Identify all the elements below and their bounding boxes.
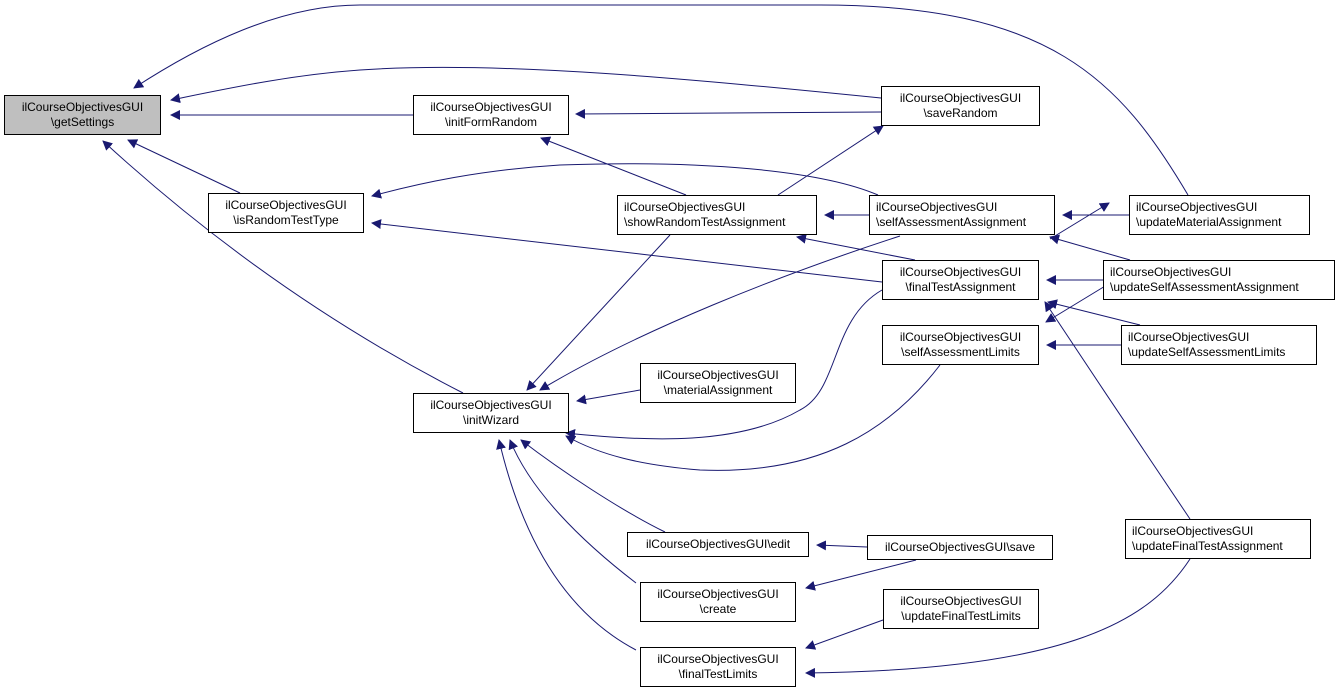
node-materialAssignment[interactable]: ilCourseObjectivesGUI\materialAssignment [640,363,796,403]
node-label-line1: ilCourseObjectivesGUI [1132,524,1254,538]
node-finalTestAssignment[interactable]: ilCourseObjectivesGUI\finalTestAssignmen… [882,260,1039,300]
edge-materialAssignment-to-initWizard [565,289,883,440]
node-label-line2: \updateFinalTestAssignment [1132,539,1283,553]
node-label-line2: \initWizard [462,413,519,427]
node-create[interactable]: ilCourseObjectivesGUI\create [640,582,796,622]
node-showRandomTestAssignment[interactable]: ilCourseObjectivesGUI\showRandomTestAssi… [617,195,817,235]
node-label-line1: ilCourseObjectivesGUI [657,652,779,666]
edge-updateMaterialAssignment-to-selfAssessmentAssignment [1049,202,1110,240]
node-label-line1: ilCourseObjectivesGUI [899,91,1022,105]
node-updateFinalTestAssignment[interactable]: ilCourseObjectivesGUI\updateFinalTestAss… [1125,519,1311,559]
node-label-line1: ilCourseObjectivesGUI [430,100,552,114]
node-label-line2: \isRandomTestType [233,213,339,227]
node-label-line1: ilCourseObjectivesGUI [876,200,998,214]
node-label-line2: \updateMaterialAssignment [1136,215,1282,229]
node-label-line1: ilCourseObjectivesGUI\save [884,540,1036,554]
node-label-line1: ilCourseObjectivesGUI [624,200,746,214]
node-save[interactable]: ilCourseObjectivesGUI\save [867,535,1053,560]
node-initWizard[interactable]: ilCourseObjectivesGUI\initWizard [413,393,569,433]
edge-updateMaterialAssignment-to-finalTestAssignment [1049,234,1131,261]
node-label-line2: \updateSelfAssessmentAssignment [1110,280,1299,294]
edge-edit-to-initWizard [508,439,637,584]
edge-initWizard-to-getSettings [102,140,464,394]
edge-updateSelfAssessmentAssignment-to-finalTestAssignment [1047,299,1141,326]
node-label-line1: ilCourseObjectivesGUI [1110,265,1232,279]
node-finalTestLimits[interactable]: ilCourseObjectivesGUI\finalTestLimits [640,647,796,687]
node-label-line1: ilCourseObjectivesGUI [657,587,779,601]
node-label-line1: ilCourseObjectivesGUI [21,100,144,114]
edge-selfAssessmentLimits-to-initWizard [520,439,666,533]
node-label-line2: \saveRandom [923,106,998,120]
node-label-line2: \selfAssessmentAssignment [876,215,1027,229]
edge-initWizard-to-isRandomTestType [777,125,884,196]
edge-selfAssessmentAssignment-to-isRandomTestType [371,163,879,199]
node-label-line2: \updateSelfAssessmentLimits [1128,345,1286,359]
node-label-line1: ilCourseObjectivesGUI [899,330,1022,344]
node-label-line2: \selfAssessmentLimits [901,345,1020,359]
edge-finalTestLimits-to-initWizard [816,540,868,551]
node-initFormRandom[interactable]: ilCourseObjectivesGUI\initFormRandom [413,95,569,135]
edge-saveRandom-to-initFormRandom [575,108,882,119]
node-updateMaterialAssignment[interactable]: ilCourseObjectivesGUI\updateMaterialAssi… [1129,195,1310,235]
node-label-line1: ilCourseObjectivesGUI [900,594,1022,608]
node-label-line2: \create [699,602,737,616]
node-edit[interactable]: ilCourseObjectivesGUI\edit [627,532,809,557]
edge-isRandomTestType-to-getSettings [127,139,241,194]
node-label-line2: \initFormRandom [444,115,538,129]
edge-showRandomTestAssignment-to-initFormRandom [540,136,687,196]
node-updateSelfAssessmentAssignment[interactable]: ilCourseObjectivesGUI\updateSelfAssessme… [1103,260,1335,300]
edge-updateMaterialAssignment-to-getSettings [133,4,1189,196]
node-selfAssessmentAssignment[interactable]: ilCourseObjectivesGUI\selfAssessmentAssi… [869,195,1055,235]
node-label-line2: \updateFinalTestLimits [901,609,1021,623]
node-label-line1: ilCourseObjectivesGUI [430,398,552,412]
edge-finalTestAssignment-to-initWizard [565,364,941,471]
node-label-line2: \materialAssignment [663,383,773,397]
node-label-line1: ilCourseObjectivesGUI [225,198,347,212]
node-selfAssessmentLimits[interactable]: ilCourseObjectivesGUI\selfAssessmentLimi… [882,325,1039,365]
node-updateFinalTestLimits[interactable]: ilCourseObjectivesGUI\updateFinalTestLim… [883,589,1039,629]
edge-saveRandom-to-getSettings [170,66,882,104]
edge-updateFinalTestLimits-to-finalTestLimits [805,558,1191,678]
node-label-line1: ilCourseObjectivesGUI [1136,200,1258,214]
edge-save-to-edit [805,559,917,591]
node-label-line1: ilCourseObjectivesGUI\edit [645,537,791,551]
node-saveRandom[interactable]: ilCourseObjectivesGUI\saveRandom [881,86,1040,126]
edge-create-to-initWizard [496,439,637,651]
edge-save-to-create [805,619,884,650]
node-label-line1: ilCourseObjectivesGUI [1128,330,1250,344]
node-label-line2: \showRandomTestAssignment [624,215,786,229]
edge-showRandomTestAssignment-to-initWizard [539,235,901,391]
node-updateSelfAssessmentLimits[interactable]: ilCourseObjectivesGUI\updateSelfAssessme… [1121,325,1317,365]
node-label-line2: \finalTestLimits [678,667,758,681]
node-label-line1: ilCourseObjectivesGUI [899,265,1022,279]
node-label-line2: \getSettings [50,115,115,129]
node-label-line2: \finalTestAssignment [905,280,1016,294]
node-isRandomTestType[interactable]: ilCourseObjectivesGUI\isRandomTestType [208,193,364,233]
edge-selfAssessmentAssignment-to-showRandomTestAssignment [796,233,916,261]
edge-selfAssessmentAssignment-to-initWizard [576,389,641,405]
edge-updateSelfAssessmentLimits-to-finalTestAssignment [1044,301,1191,520]
node-label-line1: ilCourseObjectivesGUI [657,368,779,382]
edge-updateSelfAssessmentLimits-to-selfAssessmentLimits [526,234,671,391]
node-getSettings[interactable]: ilCourseObjectivesGUI\getSettings [4,95,161,135]
